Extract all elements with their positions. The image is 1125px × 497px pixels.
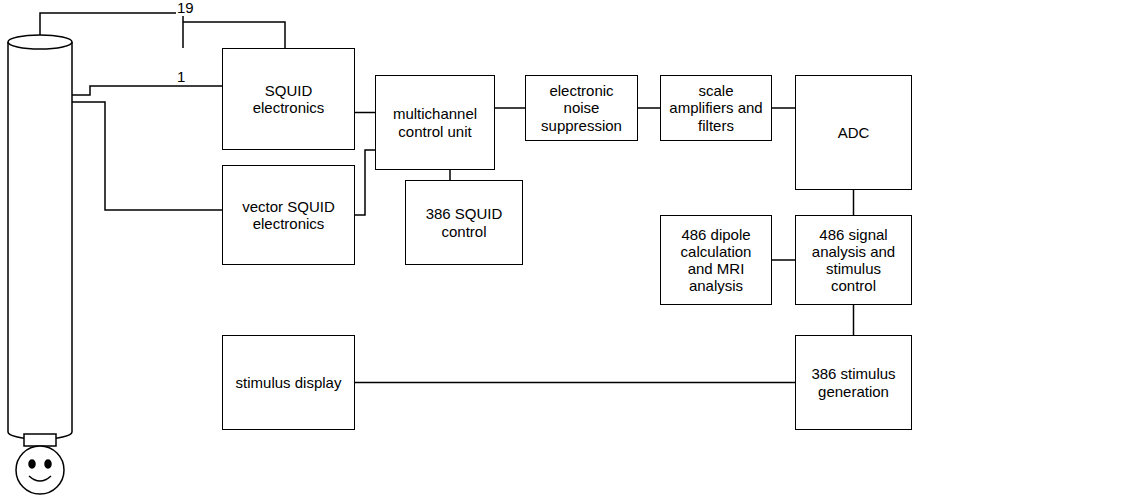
connector-line: [355, 150, 375, 215]
dewar-top: [8, 35, 72, 49]
box-text: vector SQUID electronics: [229, 198, 348, 233]
channel-1-wire: [72, 86, 222, 95]
mouth: [29, 476, 51, 481]
eye: [29, 460, 35, 468]
connector-line: [355, 382, 795, 384]
vector-wire: [72, 102, 222, 210]
box-text: ADC: [838, 124, 870, 141]
connector-line: [853, 190, 855, 215]
connector-line: [853, 305, 855, 335]
box-text: SQUID electronics: [229, 82, 348, 117]
block-box: SQUID electronics: [222, 48, 355, 150]
dewar-tip: [24, 434, 56, 446]
connector-line: [638, 107, 660, 109]
channel-19-wire: [40, 13, 183, 48]
block-box: 386 stimulus generation: [795, 335, 912, 430]
box-text: 386 stimulus generation: [802, 365, 905, 400]
block-box: ADC: [795, 75, 912, 190]
connector-line: [495, 107, 525, 109]
block-box: stimulus display: [222, 335, 355, 430]
connector-line: [772, 259, 795, 261]
block-box: multichannel control unit: [375, 75, 495, 170]
block-box: 386 SQUID control: [405, 180, 523, 265]
channel-number: 1: [176, 68, 186, 85]
box-text: 486 signal analysis and stimulus control: [802, 226, 905, 295]
subject-face: [16, 446, 64, 494]
box-text: 386 SQUID control: [412, 205, 516, 240]
channel-loop-wire: [183, 22, 285, 48]
block-box: vector SQUID electronics: [222, 165, 355, 265]
block-box: 486 signal analysis and stimulus control: [795, 215, 912, 305]
box-text: multichannel control unit: [382, 105, 488, 140]
block-box: electronic noise suppression: [525, 75, 638, 141]
box-text: stimulus display: [236, 374, 342, 391]
block-box: scale amplifiers and filters: [660, 75, 772, 141]
block-box: 486 dipole calculation and MRI analysis: [660, 215, 772, 305]
connector-line: [449, 170, 451, 180]
box-text: scale amplifiers and filters: [667, 82, 765, 134]
box-text: electronic noise suppression: [532, 82, 631, 134]
eye: [45, 460, 51, 468]
connector-line: [355, 112, 375, 114]
dewar-body: [8, 42, 72, 439]
channel-number: 19: [176, 0, 195, 16]
connector-line: [772, 107, 795, 109]
box-text: 486 dipole calculation and MRI analysis: [667, 226, 765, 295]
